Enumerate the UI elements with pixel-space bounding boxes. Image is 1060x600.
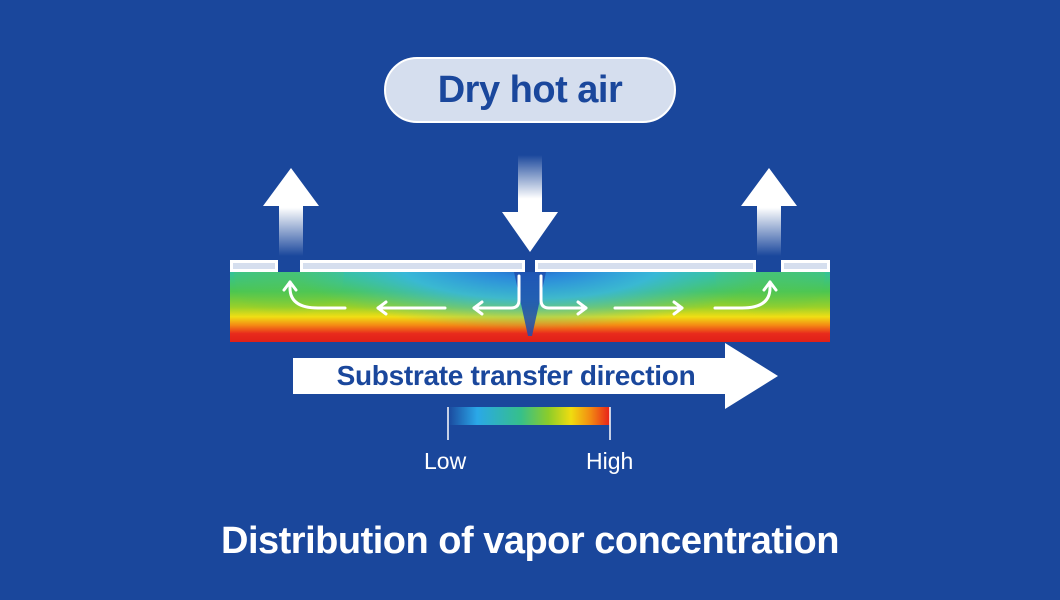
flow-arrows (282, 274, 778, 316)
dry-hot-air-text: Dry hot air (437, 68, 623, 111)
inlet-arrow-icon (502, 155, 558, 252)
diagram-caption: Distribution of vapor concentration (221, 520, 839, 562)
color-scale (447, 407, 611, 440)
outlet-arrow-right-icon (741, 168, 797, 256)
transfer-arrow-icon (293, 343, 778, 409)
nozzle-plate (230, 260, 830, 272)
scale-low-label: Low (424, 448, 467, 474)
outlet-arrow-left-icon (263, 168, 319, 256)
scale-high-label: High (586, 448, 634, 474)
transfer-direction-label: Substrate transfer direction (336, 360, 696, 391)
dry-hot-air-label: Dry hot air (384, 57, 676, 123)
